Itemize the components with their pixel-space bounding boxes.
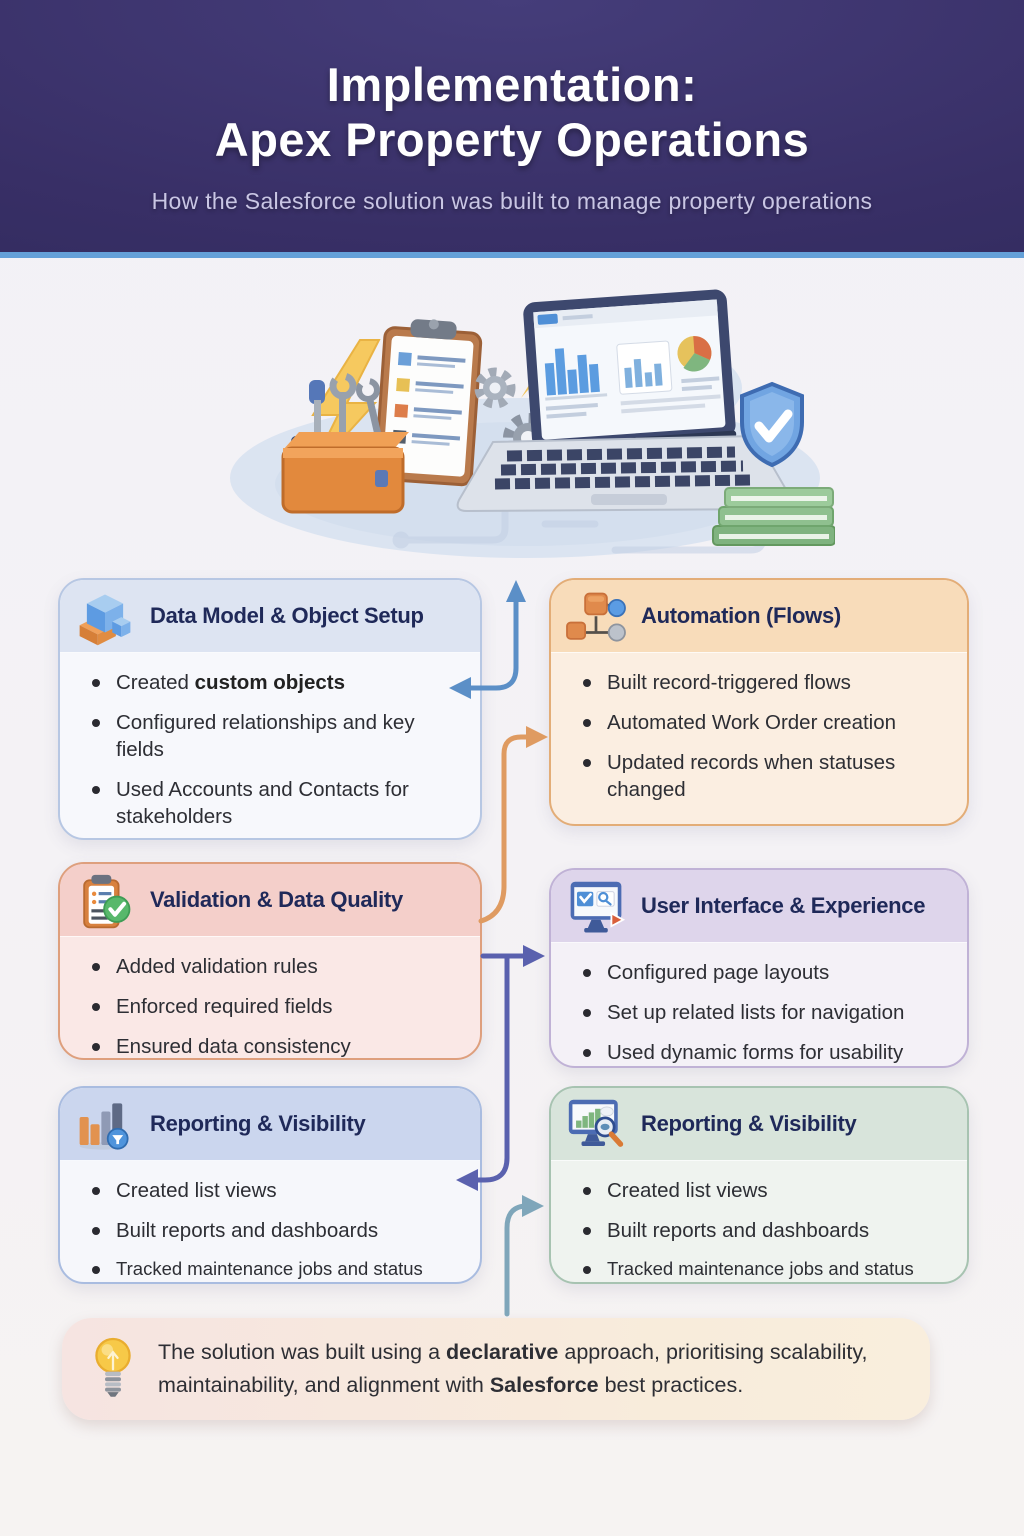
card-title: Reporting & Visibility — [150, 1111, 366, 1136]
card-bullet-list: Built record-triggered flows Automated W… — [551, 653, 967, 803]
card-reporting-and-visibility-left: Reporting & Visibility Created list view… — [58, 1086, 482, 1284]
title-line-1: Implementation: — [326, 58, 698, 111]
bullet-item: Built reports and dashboards — [92, 1217, 468, 1244]
card-header: Reporting & Visibility — [551, 1088, 967, 1161]
bullet-item: Automated Work Order creation — [583, 709, 955, 736]
card-user-interface-and-experience: User Interface & Experience Configured p… — [549, 868, 969, 1068]
bullet-item: Tracked maintenance jobs and status — [92, 1257, 468, 1281]
books-stack-icon — [712, 487, 836, 546]
bullet-item: Configured relationships and key fields — [92, 709, 468, 763]
card-title: Reporting & Visibility — [641, 1111, 857, 1136]
page-subtitle: How the Salesforce solution was built to… — [151, 187, 873, 214]
card-bullet-list: Configured page layouts Set up related l… — [551, 943, 967, 1066]
hero-illustration — [195, 288, 836, 570]
flowchart-icon — [563, 588, 629, 648]
bullet-item: Updated records when statuses changed — [583, 749, 955, 803]
arrow-validation-to-automation — [478, 726, 548, 924]
card-header: Automation (Flows) — [551, 580, 967, 653]
clipboard-checklist-icon — [374, 319, 483, 487]
card-data-model-and-object-setup: Data Model & Object Setup Created custom… — [58, 578, 482, 840]
card-header: Reporting & Visibility — [60, 1088, 480, 1161]
toolbox-icon — [281, 372, 409, 514]
header-banner: Implementation: Apex Property Operations… — [0, 0, 1024, 258]
page-title: Implementation: Apex Property Operations — [0, 58, 1024, 168]
note-text: The solution was built using a declarati… — [158, 1339, 868, 1397]
bullet-item: Ensured data consistency — [92, 1033, 468, 1058]
clipboard-check-icon — [72, 872, 138, 932]
card-header: User Interface & Experience — [551, 870, 967, 943]
bullet-item: Created list views — [583, 1177, 955, 1204]
workspace-illustration — [230, 289, 836, 558]
card-bullet-list: Created list views Built reports and das… — [551, 1161, 967, 1282]
bullet-item: Configured page layouts — [583, 959, 955, 986]
card-validation-and-data-quality: Validation & Data Quality Added validati… — [58, 862, 482, 1060]
arrow-note-to-reporting-right — [504, 1195, 544, 1317]
title-line-2: Apex Property Operations — [214, 112, 810, 166]
card-title: Data Model & Object Setup — [150, 603, 424, 628]
bullet-item: Used Accounts and Contacts for stakehold… — [92, 776, 468, 830]
cubes-icon — [72, 588, 138, 648]
monitor-search-icon — [563, 878, 629, 938]
card-automation-flows: Automation (Flows) Built record-triggere… — [549, 578, 969, 826]
bullet-item: Created list views — [92, 1177, 468, 1204]
bar-chart-filter-icon — [72, 1096, 138, 1156]
bullet-item: Built record-triggered flows — [583, 669, 955, 696]
bullet-item: Created custom objects — [92, 669, 468, 696]
bullet-item: Used dynamic forms for usability — [583, 1039, 955, 1066]
bullet-item: Tracked maintenance jobs and status — [583, 1257, 955, 1281]
card-bullet-list: Added validation rules Enforced required… — [60, 937, 480, 1058]
card-bullet-list: Created custom objects Configured relati… — [60, 653, 480, 830]
card-title: User Interface & Experience — [641, 893, 926, 918]
card-header: Validation & Data Quality — [60, 864, 480, 937]
card-header: Data Model & Object Setup — [60, 580, 480, 653]
shield-check-icon — [740, 381, 804, 468]
card-title: Validation & Data Quality — [150, 887, 403, 912]
bullet-item: Added validation rules — [92, 953, 468, 980]
card-reporting-and-visibility-right: Reporting & Visibility Created list view… — [549, 1086, 969, 1284]
bullet-item: Enforced required fields — [92, 993, 468, 1020]
summary-note: The solution was built using a declarati… — [62, 1318, 930, 1420]
monitor-chart-magnifier-icon — [563, 1096, 629, 1156]
card-title: Automation (Flows) — [641, 603, 841, 628]
bullet-item: Set up related lists for navigation — [583, 999, 955, 1026]
card-bullet-list: Created list views Built reports and das… — [60, 1161, 480, 1282]
bullet-item: Built reports and dashboards — [583, 1217, 955, 1244]
lightbulb-icon — [90, 1335, 136, 1404]
laptop-dashboard-icon — [456, 289, 793, 513]
